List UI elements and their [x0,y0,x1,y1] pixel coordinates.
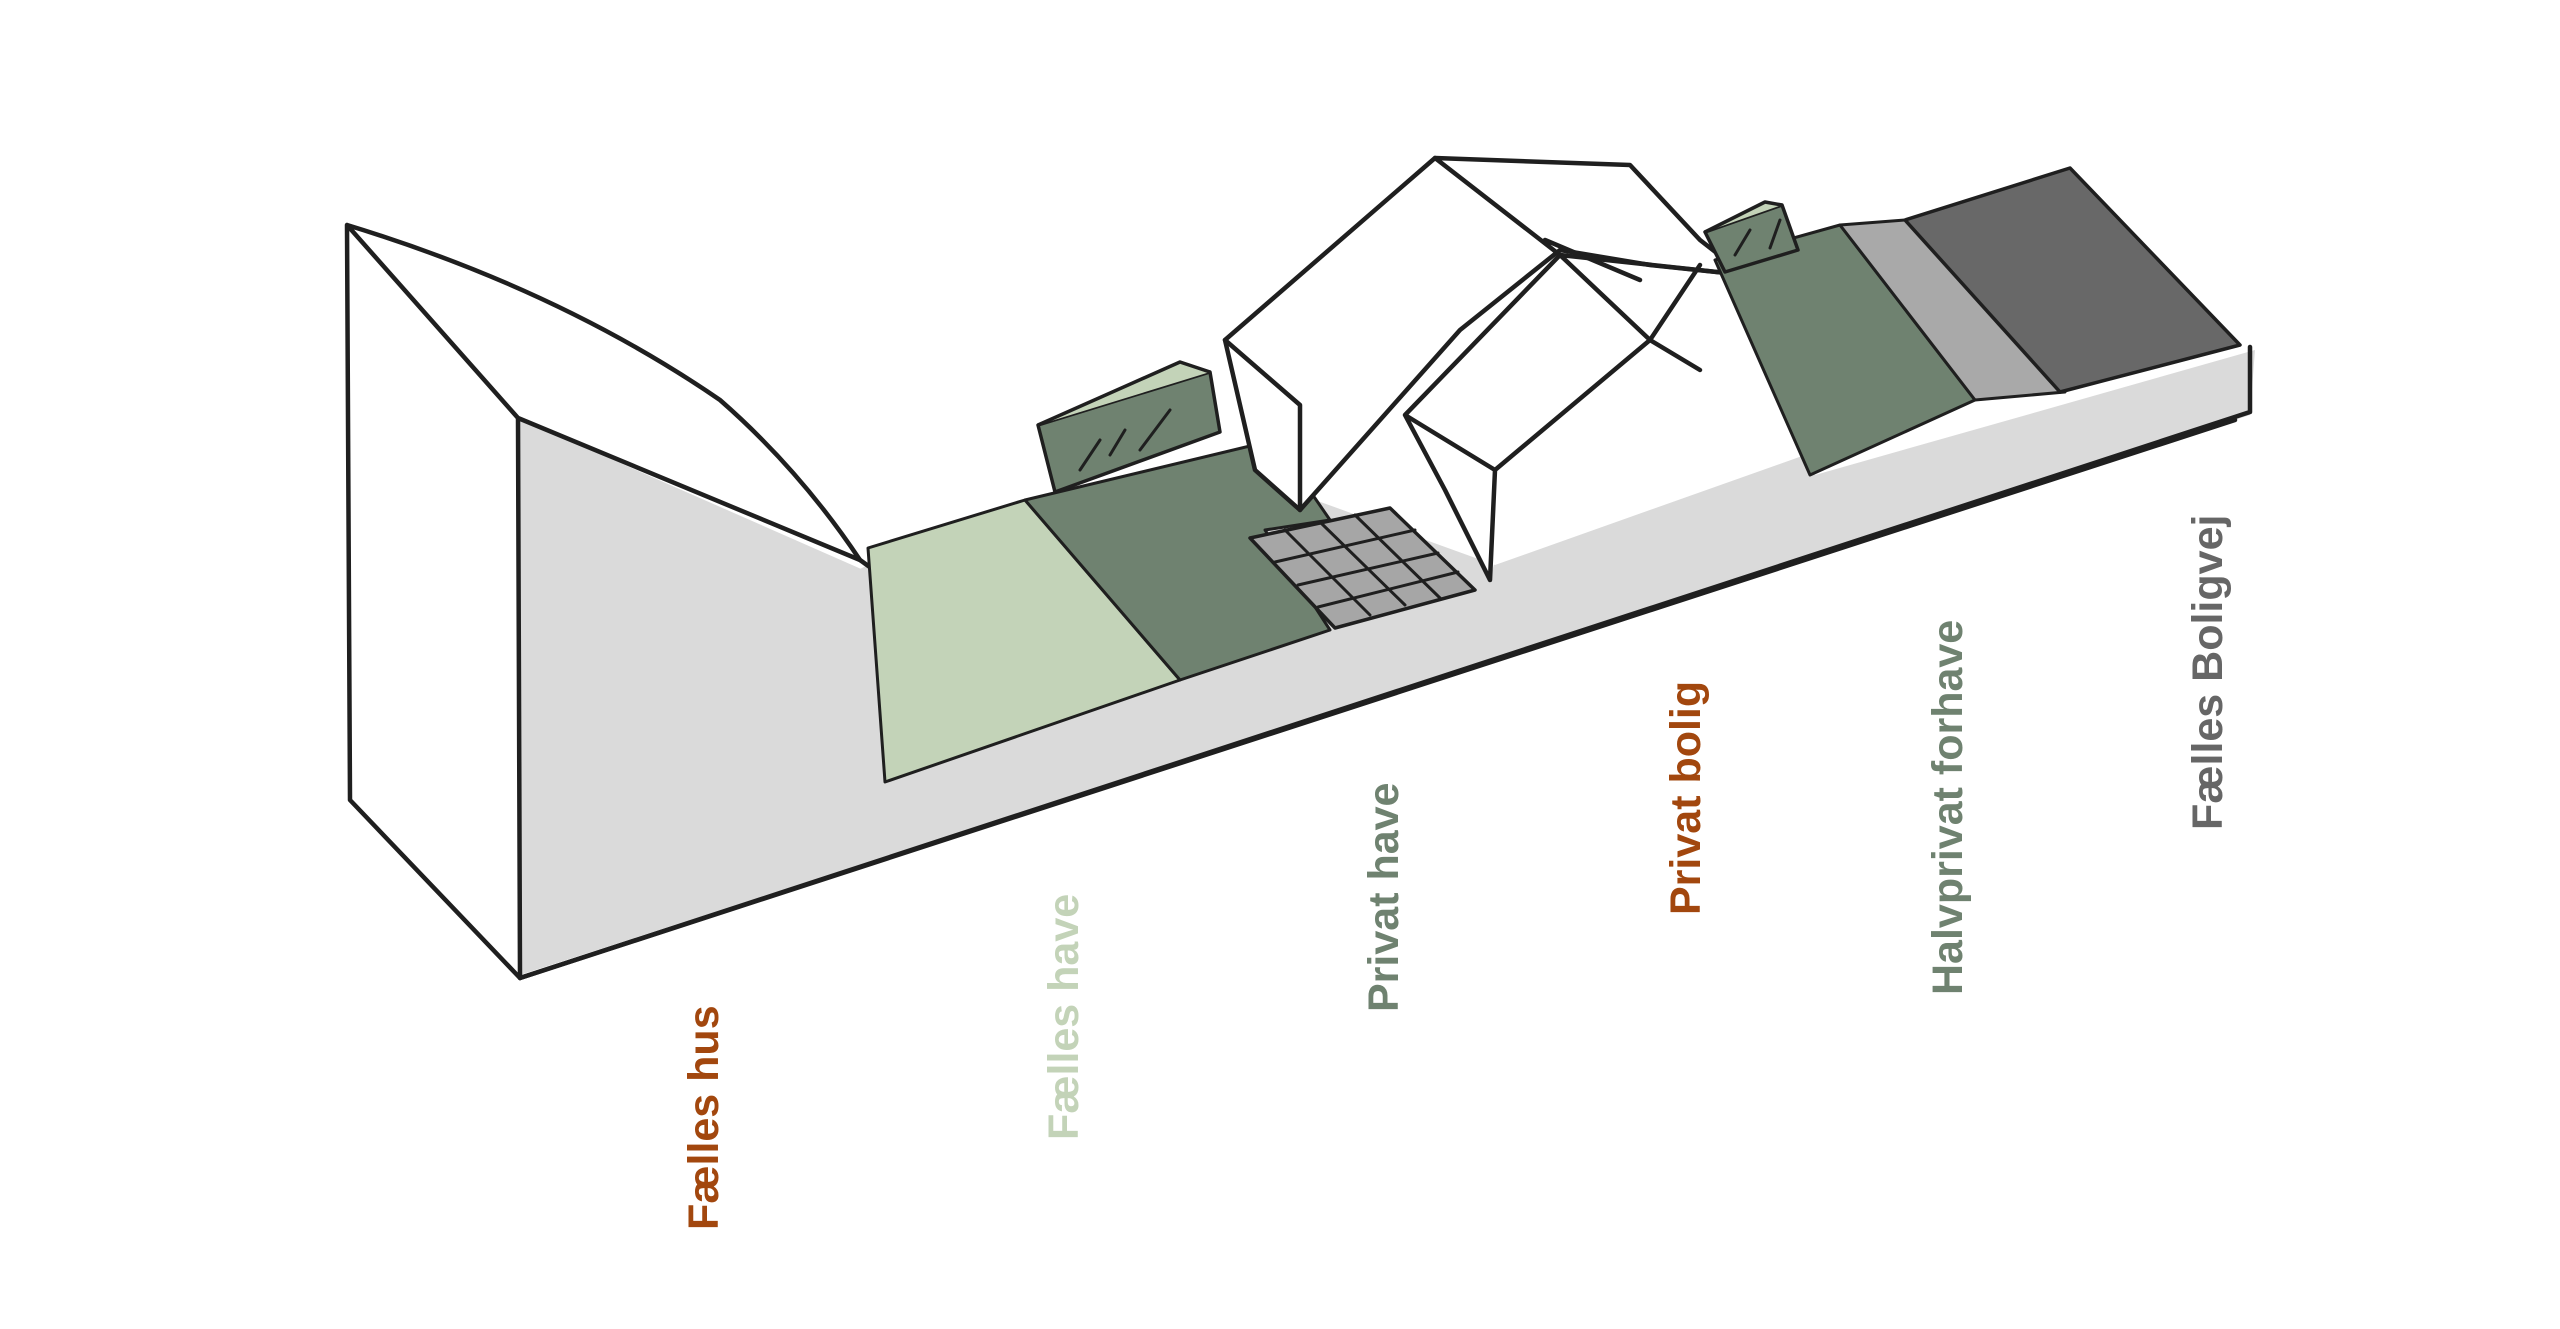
house-front [1405,255,1745,580]
hedge-2 [1703,200,1800,274]
label-halvprivat-forhave: Halvprivat forhave [1924,620,1972,995]
base-slab [515,344,2255,981]
house-front-outline [1402,252,1748,583]
house-back [1225,158,1745,510]
label-faelles-boligvej: Fælles Boligvej [2184,515,2232,830]
faelles-hus-building [344,222,888,981]
terrace-tiles [1248,506,1477,630]
faelles-hus-outline [344,222,863,981]
privat-bolig-houses [1222,155,1748,583]
label-privat-bolig: Privat bolig [1662,681,1710,915]
base-slab-face [515,350,2255,975]
faelles-hus-side-face [518,418,888,975]
hedge-1 [1036,360,1222,494]
base-slab-bottom-shade [517,417,2238,981]
faelles-hus-roof [347,225,860,560]
faelles-boligvej-area [1903,166,2242,394]
label-faelles-hus: Fælles hus [680,1005,728,1230]
faelles-hus-front-face [347,225,520,975]
label-faelles-have: Fælles have [1040,894,1088,1140]
label-privat-have: Privat have [1360,783,1408,1012]
